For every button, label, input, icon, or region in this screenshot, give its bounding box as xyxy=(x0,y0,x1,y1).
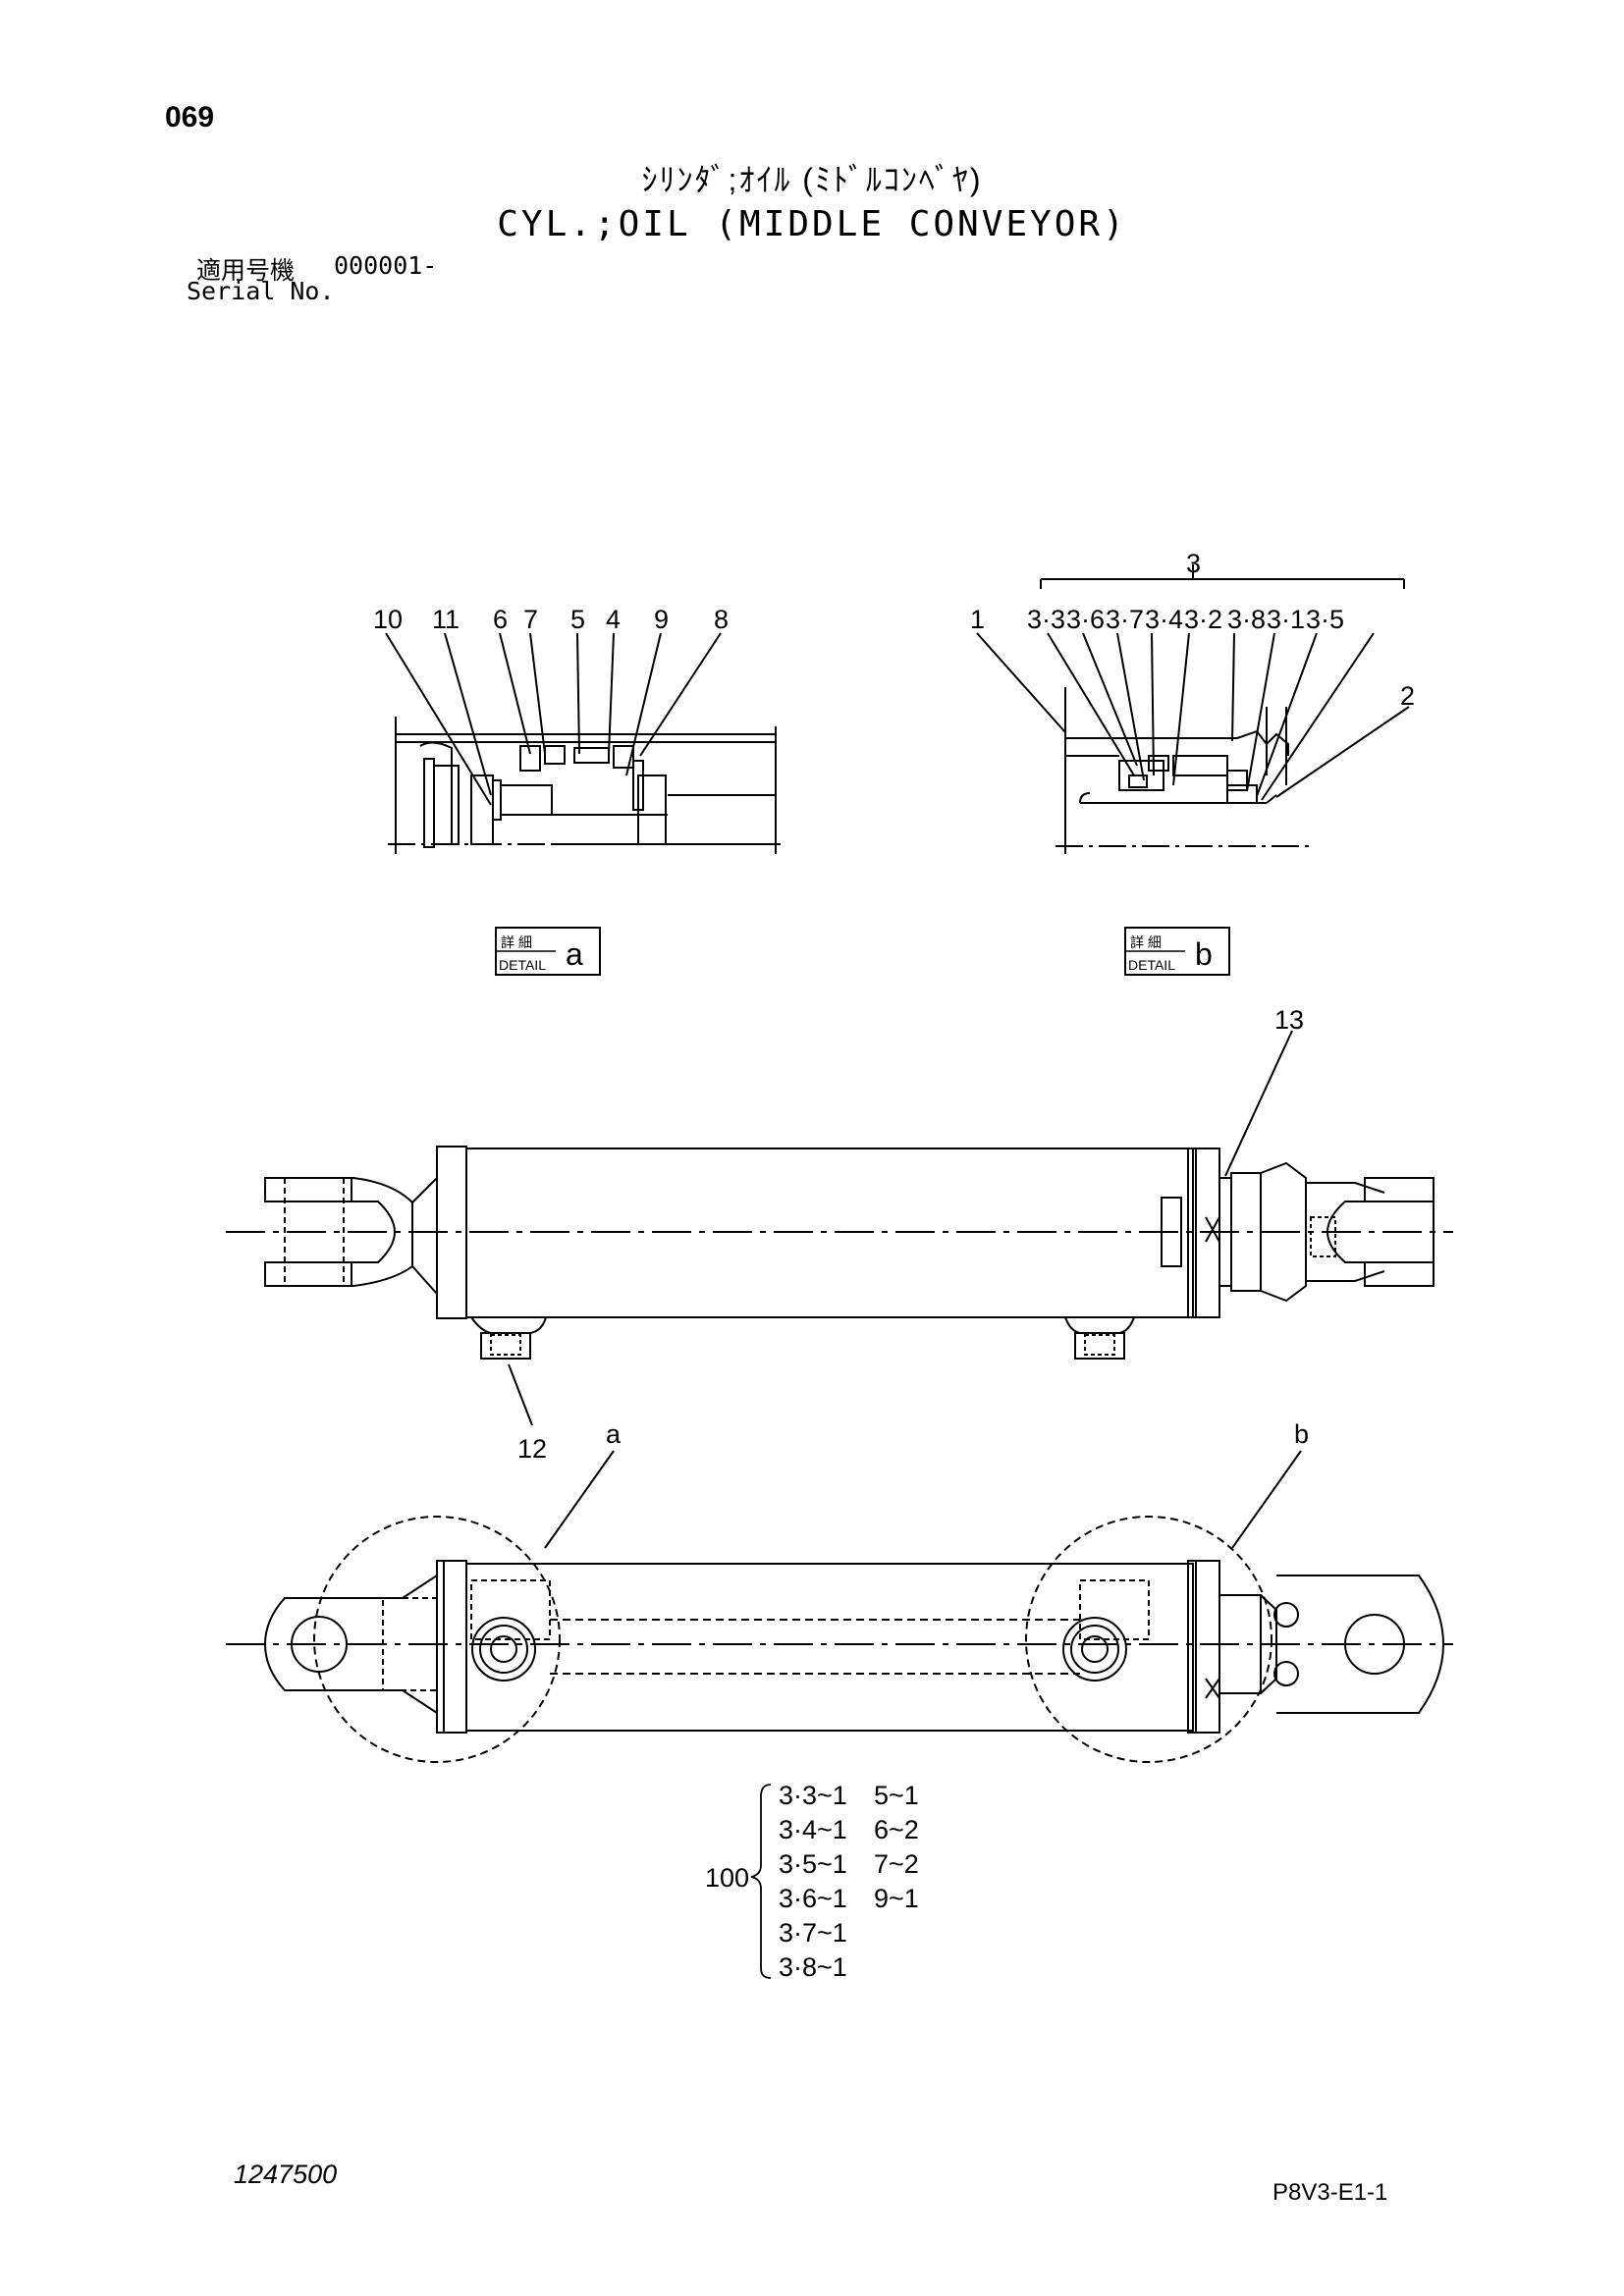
kit-col2-item-1: 5~1 xyxy=(874,1781,919,1810)
callout-a: a xyxy=(606,1419,622,1449)
detail-b-label-3-6: 3·6 xyxy=(1066,605,1105,634)
detail-b-group-label: 3 xyxy=(1186,549,1201,578)
detail-b-label-3-1: 3·1 xyxy=(1267,605,1305,634)
detail-b-label-3-8: 3·8 xyxy=(1227,605,1266,634)
detail-a-label-6: 6 xyxy=(493,605,508,634)
detail-b-label-2: 2 xyxy=(1400,681,1415,711)
detail-b-label-1: 1 xyxy=(970,605,985,634)
detail-a-label-4: 4 xyxy=(606,605,621,634)
title-japanese: ｼﾘﾝﾀﾞ;ｵｲﾙ (ﾐﾄﾞﾙｺﾝﾍﾞﾔ) xyxy=(641,162,983,197)
cylinder-plan-view xyxy=(226,1450,1453,1763)
callout-12: 12 xyxy=(517,1434,547,1464)
kit-col1-item-6: 3·8~1 xyxy=(779,1952,847,1982)
detail-b-badge-en: DETAIL xyxy=(1128,957,1175,973)
kit-col1-item-4: 3·6~1 xyxy=(779,1884,847,1913)
sheet-id: P8V3-E1-1 xyxy=(1272,2179,1388,2206)
document-id: 1247500 xyxy=(234,2160,338,2189)
detail-b-section xyxy=(976,564,1410,854)
detail-a-badge-letter: a xyxy=(566,936,583,972)
detail-a-label-9: 9 xyxy=(654,605,669,634)
detail-b-label-3-7: 3·7 xyxy=(1106,605,1144,634)
detail-b-badge-letter: b xyxy=(1195,936,1213,972)
detail-b-badge-jp: 詳 細 xyxy=(1130,934,1162,950)
title-english: CYL.;OIL (MIDDLE CONVEYOR) xyxy=(497,204,1127,244)
kit-col1-item-2: 3·4~1 xyxy=(779,1815,847,1844)
serial-label-english: Serial No. xyxy=(187,277,335,305)
serial-value: 000001- xyxy=(334,251,438,280)
detail-a-section xyxy=(385,632,781,854)
detail-a-label-7: 7 xyxy=(523,605,538,634)
page-number: 069 xyxy=(165,101,215,133)
kit-brace xyxy=(750,1784,772,1979)
kit-col2-item-4: 9~1 xyxy=(874,1884,919,1913)
detail-b-label-3-4: 3·4 xyxy=(1145,605,1183,634)
cylinder-main-view xyxy=(226,1030,1453,1426)
detail-a-badge-jp: 詳 細 xyxy=(501,934,532,950)
detail-b-label-3-5: 3·5 xyxy=(1306,605,1344,634)
detail-a-label-10: 10 xyxy=(373,605,403,634)
kit-col2-item-3: 7~2 xyxy=(874,1849,919,1879)
detail-a-label-11: 11 xyxy=(432,605,460,634)
serial-label-japanese: 適用号機 xyxy=(196,257,296,285)
kit-col1-item-1: 3·3~1 xyxy=(779,1781,847,1810)
kit-col2-item-2: 6~2 xyxy=(874,1815,919,1844)
kit-label-100: 100 xyxy=(705,1863,749,1893)
detail-a-badge-en: DETAIL xyxy=(499,957,546,973)
detail-a-label-8: 8 xyxy=(714,605,729,634)
detail-a-label-5: 5 xyxy=(570,605,585,634)
kit-col1-item-5: 3·7~1 xyxy=(779,1918,847,1948)
kit-col1-item-3: 3·5~1 xyxy=(779,1849,847,1879)
detail-b-label-3-3: 3·3 xyxy=(1027,605,1065,634)
callout-b: b xyxy=(1294,1419,1309,1449)
detail-b-label-3-2: 3·2 xyxy=(1184,605,1222,634)
callout-13: 13 xyxy=(1274,1005,1304,1035)
